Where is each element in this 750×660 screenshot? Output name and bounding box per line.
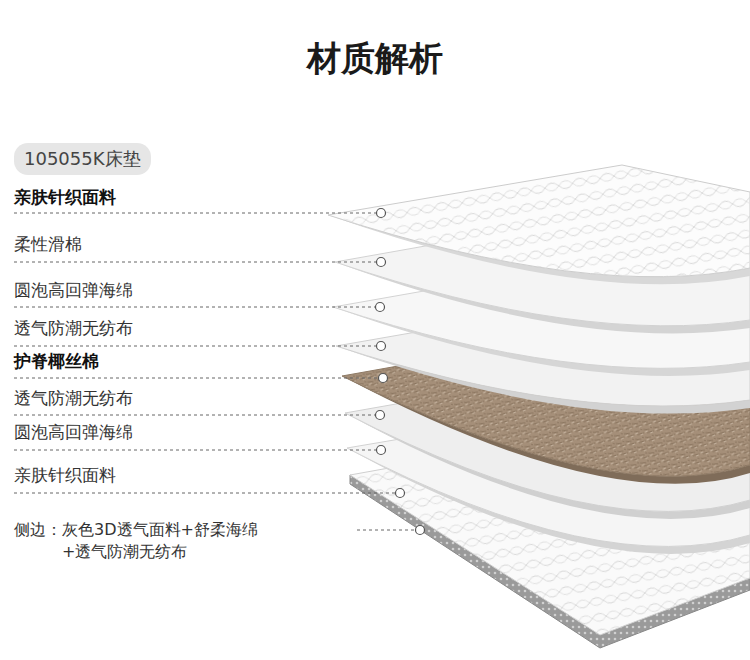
layer-label: 圆泡高回弹海绵 bbox=[14, 279, 133, 301]
callout-dot bbox=[376, 411, 385, 420]
callout-dot bbox=[377, 342, 386, 351]
layer-label: 护脊椰丝棉 bbox=[14, 350, 99, 372]
callout-dot bbox=[377, 446, 386, 455]
callout-dot bbox=[379, 374, 388, 383]
diagram-title: 材质解析 bbox=[0, 36, 750, 82]
leader-line bbox=[14, 493, 395, 494]
leader-line bbox=[14, 262, 376, 263]
leader-line bbox=[14, 415, 375, 416]
leader-lines bbox=[14, 213, 415, 530]
leader-line bbox=[14, 378, 378, 379]
layer-label: 圆泡高回弹海绵 bbox=[14, 421, 133, 443]
mattress-layers bbox=[328, 165, 750, 648]
callout-dot bbox=[377, 258, 386, 267]
layer-label: 透气防潮无纺布 bbox=[14, 317, 133, 339]
layer-label: 亲肤针织面料 bbox=[14, 186, 116, 208]
callout-dot bbox=[416, 526, 425, 535]
model-tag: 105055K床垫 bbox=[14, 143, 151, 175]
leader-line bbox=[14, 450, 376, 451]
model-name: 105055K床垫 bbox=[24, 148, 141, 169]
callout-dot bbox=[376, 303, 385, 312]
layer-label: 透气防潮无纺布 bbox=[14, 387, 133, 409]
callout-dots bbox=[376, 209, 425, 535]
callout-dot bbox=[377, 209, 386, 218]
top-quilt bbox=[328, 165, 750, 277]
side-material-label: 侧边：灰色3D透气面料+舒柔海绵 +透气防潮无纺布 bbox=[14, 519, 352, 563]
top-fabric bbox=[328, 165, 750, 277]
leader-line bbox=[14, 346, 376, 347]
layer-label: 柔性滑棉 bbox=[14, 233, 82, 255]
leader-line bbox=[357, 530, 415, 531]
layer-label: 亲肤针织面料 bbox=[14, 464, 116, 486]
callout-dot bbox=[396, 489, 405, 498]
leader-line bbox=[14, 307, 375, 308]
leader-line bbox=[14, 213, 376, 214]
